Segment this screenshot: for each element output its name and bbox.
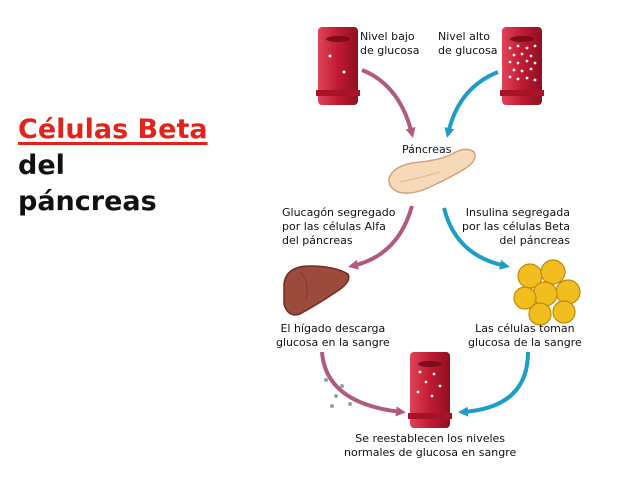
glucagon-label: Glucagón segregado por las células Alfa … xyxy=(282,206,396,247)
cells-label: Las células toman glucosa de la sangre xyxy=(468,322,582,349)
insulin-arrow xyxy=(442,207,510,270)
low-glucose-vessel xyxy=(316,27,360,105)
glucagon-arrow xyxy=(348,205,414,270)
title-pancreas: páncreas xyxy=(18,186,157,217)
low-glucose-arrow xyxy=(361,68,416,138)
liver-organ xyxy=(283,265,350,316)
liver-to-blood-arrow xyxy=(320,351,406,417)
pancreas-label: Páncreas xyxy=(402,143,452,156)
title-beta-cells: Células Beta xyxy=(18,114,208,145)
high-glucose-vessel xyxy=(500,27,544,105)
high-glucose-label: Nivel alto de glucosa xyxy=(438,30,498,57)
glucose-dots xyxy=(324,378,352,408)
pancreas-organ xyxy=(388,148,476,194)
restored-vessel xyxy=(408,352,452,428)
blood-to-cells-arrow xyxy=(458,351,530,417)
high-glucose-arrow xyxy=(444,70,499,138)
low-glucose-label: Nivel bajo de glucosa xyxy=(360,30,420,57)
title-of: del xyxy=(18,150,65,181)
liver-label: El hígado descarga glucosa en la sangre xyxy=(276,322,390,349)
slide-title: Células Beta del páncreas xyxy=(18,112,208,220)
restored-label: Se reestablecen los niveles normales de … xyxy=(344,432,517,459)
insulin-label: Insulina segregada por las células Beta … xyxy=(462,206,570,247)
fat-cells xyxy=(513,259,581,326)
